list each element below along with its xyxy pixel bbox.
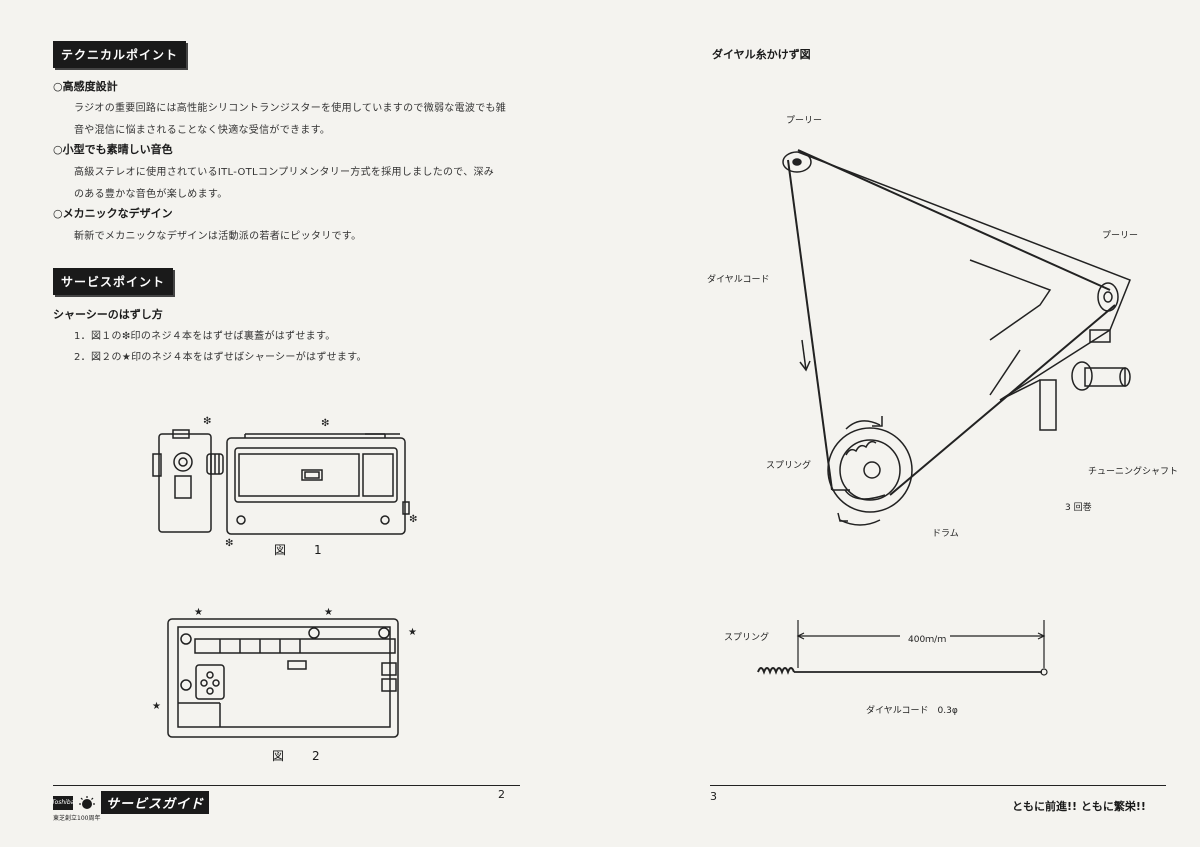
dial-cord-diagram <box>782 149 1131 526</box>
label-tuning-shaft: チューニングシャフト <box>1088 467 1179 477</box>
slogan: ともに前進!! ともに繁栄!! <box>1012 800 1146 813</box>
label-pulley-top: プーリー <box>786 116 823 126</box>
fig2-marker-2: ★ <box>324 607 333 618</box>
step-2: 2．図２の★印のネジ４本をはずせばシャーシーがはずせます。 <box>74 352 367 363</box>
left-page-number: 2 <box>498 788 505 801</box>
fig1-marker-4: ❇ <box>409 514 417 525</box>
label-spring: スプリング <box>766 461 812 471</box>
point-title-2: ○小型でも素晴しい音色 <box>53 143 173 156</box>
step-1: 1．図１の❇印のネジ４本をはずせば裏蓋がはずせます。 <box>74 331 336 342</box>
point-title-3: ○メカニックなデザイン <box>53 207 173 220</box>
technical-points-heading: テクニカルポイント <box>53 41 187 68</box>
left-page: テクニカルポイント ○高感度設計 ラジオの重要回路には高性能シリコントランジスタ… <box>52 41 520 822</box>
label-drum: ドラム <box>932 529 959 539</box>
label-dial-cord: ダイヤルコード <box>707 275 770 285</box>
point-2-line-1: 高級ステレオに使用されているITL-OTLコンプリメンタリー方式を採用しましたの… <box>74 167 495 178</box>
point-3-line-1: 斬新でメカニックなデザインは活動派の若者にピッタリです。 <box>74 231 362 242</box>
service-guide-logo: サービスガイド <box>101 791 210 814</box>
point-1-line-2: 音や混信に悩まされることなく快適な受信ができます。 <box>74 125 331 136</box>
fig2-marker-1: ★ <box>194 607 203 618</box>
dial-diagram-title: ダイヤル糸かけず図 <box>712 48 811 61</box>
label-three-turns: 3 回巻 <box>1065 503 1092 513</box>
point-2-line-2: のある豊かな音色が楽しめます。 <box>74 189 228 200</box>
lower-label-spring: スプリング <box>724 633 770 643</box>
fig1-marker-3: ❇ <box>225 538 233 547</box>
toshiba-mark: Toshiba <box>52 795 74 810</box>
fig1-marker-2: ❇ <box>321 418 329 429</box>
spring-cord-diagram <box>757 620 1048 676</box>
sunburst-icon <box>79 795 95 809</box>
point-title-1: ○高感度設計 <box>53 80 118 93</box>
right-page: ダイヤル糸かけず図 <box>600 0 1200 847</box>
figure-1-caption: 図 1 <box>274 543 330 557</box>
label-pulley-right: プーリー <box>1102 231 1139 241</box>
lower-label-cord: ダイヤルコード 0.3φ <box>866 706 958 716</box>
brand-subtitle: 東芝創立100周年 <box>53 815 101 822</box>
right-page-number: 3 <box>710 790 717 803</box>
left-footer-rule <box>53 785 520 786</box>
point-1-line-1: ラジオの重要回路には高性能シリコントランジスターを使用していますので微弱な電波で… <box>74 103 507 114</box>
fig1-marker-1: ❇ <box>203 416 211 427</box>
figure-2-caption: 図 2 <box>272 749 328 763</box>
lower-label-length: 400ｍ/ｍ <box>908 635 947 645</box>
fig2-marker-4: ★ <box>152 701 161 712</box>
chassis-removal-title: シャーシーのはずし方 <box>53 308 163 321</box>
fig2-marker-3: ★ <box>408 627 417 638</box>
right-footer-rule <box>710 785 1166 786</box>
brand-logo: Toshiba サービスガイド <box>52 791 210 814</box>
service-points-heading: サービスポイント <box>53 268 174 295</box>
figure-1-radio-drawing: ❇ ❇ ❇ ❇ <box>152 416 417 547</box>
figure-2-chassis-drawing: ★ ★ ★ ★ <box>152 607 417 738</box>
